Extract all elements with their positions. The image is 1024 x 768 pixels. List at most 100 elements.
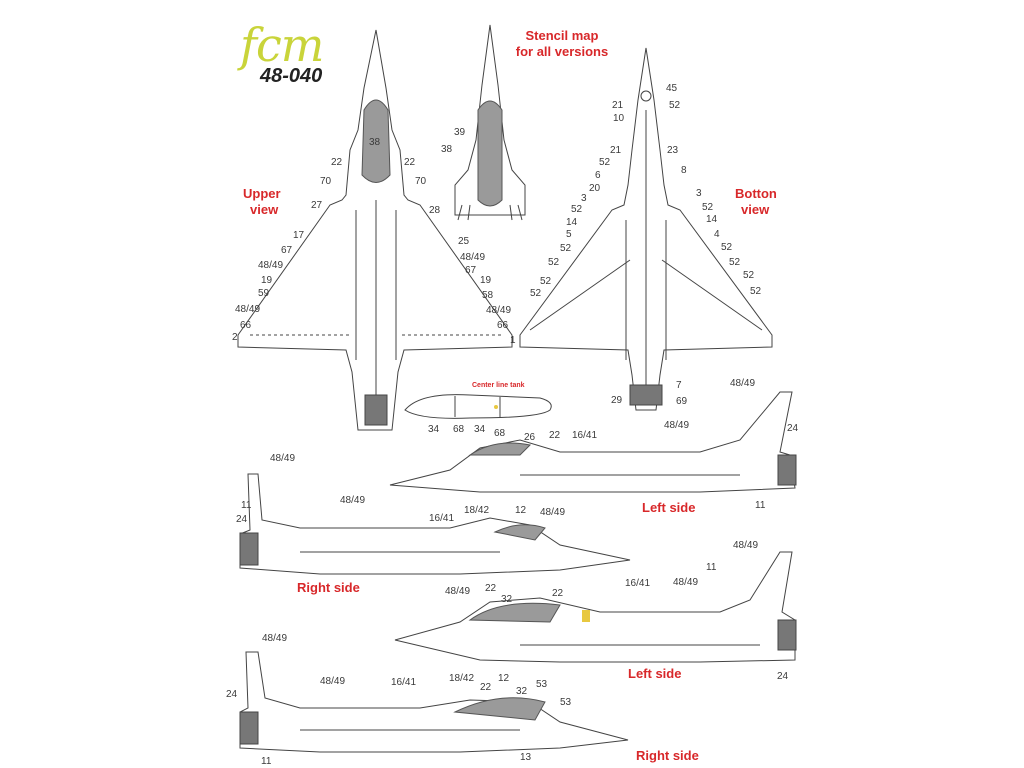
label-bottom: 14 xyxy=(706,214,718,225)
right-side-b-drawing xyxy=(239,651,629,753)
label-bottom: 52 xyxy=(548,257,560,268)
left-side-a-drawing xyxy=(389,391,797,493)
label-upper: 67 xyxy=(465,265,477,276)
label-bottom: 6 xyxy=(595,170,601,181)
fcm-logo: fcm 48-040 xyxy=(240,22,370,88)
label-right-b: 32 xyxy=(516,686,528,697)
label-tank: 34 xyxy=(428,424,440,435)
label-left-a: 24 xyxy=(787,423,799,434)
label-right-a: 11 xyxy=(241,500,252,511)
label-bottom: 3 xyxy=(696,188,702,199)
label-right-b: 48/49 xyxy=(262,633,288,644)
label-right-a: 22 xyxy=(485,583,497,594)
label-left-a: 48/49 xyxy=(540,507,566,518)
label-left-b: 53 xyxy=(536,679,548,690)
label-left-b: 32 xyxy=(501,594,513,605)
logo-code: 48-040 xyxy=(260,65,323,87)
label-upper: 70 xyxy=(415,176,427,187)
left-side-b-drawing xyxy=(394,551,797,663)
label-left-a: 11 xyxy=(755,500,766,511)
label-bottom: 52 xyxy=(702,202,714,213)
logo-brand: fcm xyxy=(240,18,324,72)
label-bottom: 69 xyxy=(676,396,688,407)
label-left-a: 48/49 xyxy=(730,378,756,389)
label-right-b: 22 xyxy=(480,682,492,693)
label-left-b: 22 xyxy=(552,588,564,599)
front-view-drawing xyxy=(454,24,526,221)
label-left-a: 48/49 xyxy=(664,420,690,431)
label-right-b: 24 xyxy=(226,689,238,700)
label-bottom: 20 xyxy=(589,183,601,194)
label-upper: 48/49 xyxy=(486,305,512,316)
label-left-b: 48/49 xyxy=(733,540,759,551)
label-upper: 22 xyxy=(404,157,416,168)
label-bottom: 52 xyxy=(560,243,572,254)
label-bottom: 29 xyxy=(611,395,623,406)
label-right-b: 48/49 xyxy=(320,676,346,687)
label-upper: 48/49 xyxy=(460,252,486,263)
label-bottom: 23 xyxy=(667,145,679,156)
label-left-a: 26 xyxy=(524,432,536,443)
label-bottom: 21 xyxy=(612,100,624,111)
label-upper: 48/49 xyxy=(258,260,284,271)
label-right-a: 48/49 xyxy=(445,586,471,597)
label-right-b: 53 xyxy=(560,697,572,708)
label-tank: 68 xyxy=(453,424,465,435)
caption-bottom-1: Botton xyxy=(735,186,777,201)
label-left-b: 12 xyxy=(498,673,510,684)
label-upper: 70 xyxy=(320,176,332,187)
label-bottom: 52 xyxy=(669,100,681,111)
label-tank: 34 xyxy=(474,424,486,435)
label-bottom: 7 xyxy=(676,380,682,391)
label-upper: 28 xyxy=(429,205,441,216)
label-left-a: 22 xyxy=(549,430,561,441)
label-right-a: 16/41 xyxy=(429,513,455,524)
caption-left-side-a: Left side xyxy=(642,500,696,515)
label-bottom: 52 xyxy=(729,257,741,268)
label-left-b: 24 xyxy=(777,671,789,682)
label-upper: 59 xyxy=(258,288,270,299)
label-right-b: 11 xyxy=(261,756,272,767)
label-right-b: 13 xyxy=(520,752,532,763)
label-left-b: 18/42 xyxy=(449,673,475,684)
label-bottom: 10 xyxy=(613,113,625,124)
label-upper: 58 xyxy=(482,290,494,301)
label-front: 39 xyxy=(454,127,466,138)
caption-upper-1: Upper xyxy=(243,186,281,201)
label-upper: 66 xyxy=(497,320,509,331)
label-bottom: 52 xyxy=(540,276,552,287)
headline-line2: for all versions xyxy=(515,44,609,59)
label-bottom: 52 xyxy=(571,204,583,215)
label-right-a: 48/49 xyxy=(340,495,366,506)
label-bottom: 52 xyxy=(721,242,733,253)
label-bottom: 52 xyxy=(530,288,542,299)
label-upper: 66 xyxy=(240,320,252,331)
headline-line1: Stencil map xyxy=(525,28,599,43)
label-bottom: 14 xyxy=(566,217,578,228)
label-bottom: 45 xyxy=(666,83,678,94)
caption-bottom-2: view xyxy=(741,202,770,217)
label-left-b: 16/41 xyxy=(625,578,651,589)
label-upper: 38 xyxy=(369,137,381,148)
label-upper: 1 xyxy=(510,335,516,346)
label-left-a: 12 xyxy=(515,505,527,516)
label-left-a: 16/41 xyxy=(572,430,598,441)
caption-upper-2: view xyxy=(250,202,279,217)
label-bottom: 5 xyxy=(566,229,572,240)
label-upper: 25 xyxy=(458,236,470,247)
label-bottom: 52 xyxy=(750,286,762,297)
label-bottom: 52 xyxy=(743,270,755,281)
label-upper: 19 xyxy=(480,275,492,286)
upper-view-drawing xyxy=(237,29,513,431)
label-left-b: 48/49 xyxy=(673,577,699,588)
caption-right-side-b: Right side xyxy=(636,748,699,763)
label-bottom: 52 xyxy=(599,157,611,168)
label-upper: 67 xyxy=(281,245,293,256)
label-upper: 22 xyxy=(331,157,343,168)
label-left-b: 11 xyxy=(706,562,717,573)
label-left-a: 18/42 xyxy=(464,505,490,516)
label-bottom: 8 xyxy=(681,165,687,176)
center-line-tank-drawing xyxy=(404,394,552,419)
